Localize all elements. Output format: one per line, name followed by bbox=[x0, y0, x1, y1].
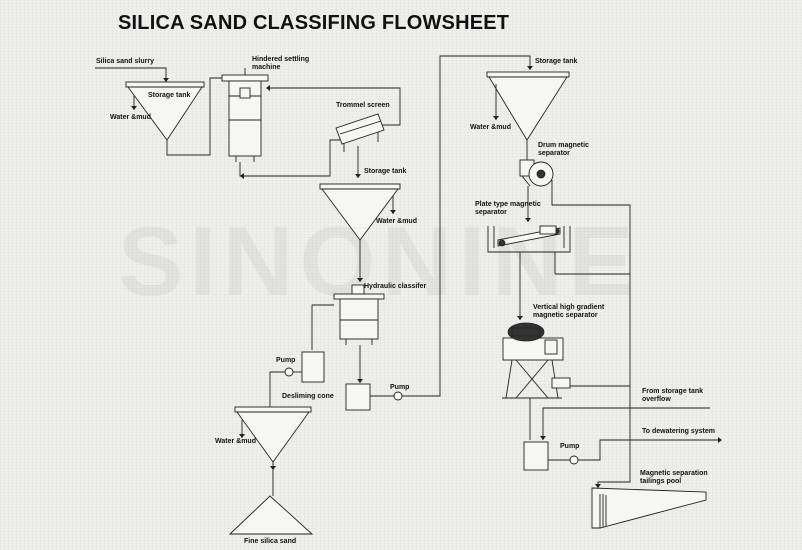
tailings-pool bbox=[591, 487, 707, 529]
label-tailings-1: Magnetic separation bbox=[640, 470, 708, 477]
hindered-settling-machine bbox=[221, 68, 269, 162]
label-to-dewatering: To dewatering system bbox=[642, 428, 716, 435]
vertical-hg-magnetic-separator bbox=[502, 322, 571, 399]
label-storage-tank-3: Storage tank bbox=[535, 58, 578, 65]
pipe-pump2-to-tank3 bbox=[402, 55, 531, 397]
arrow bbox=[390, 210, 396, 214]
label-storage-tank-1: Storage tank bbox=[148, 92, 191, 99]
label-from-storage-2: overflow bbox=[642, 396, 671, 403]
arrow bbox=[595, 484, 601, 488]
label-water-mud-4: Water &mud bbox=[470, 124, 511, 131]
pump-1-sump bbox=[284, 351, 325, 383]
label-pump-3: Pump bbox=[560, 443, 580, 450]
label-water-mud-2: Water &mud bbox=[376, 218, 417, 225]
label-vertical-hg-1: Vertical high gradient bbox=[533, 304, 605, 311]
page-title: SILICA SAND CLASSIFING FLOWSHEET bbox=[118, 12, 510, 34]
arrow bbox=[357, 379, 363, 383]
pipe-drum-tails bbox=[551, 192, 631, 430]
label-plate-type-2: separator bbox=[475, 209, 507, 216]
arrow bbox=[525, 218, 531, 222]
label-fine-silica-sand: Fine silica sand bbox=[244, 538, 297, 545]
arrow bbox=[517, 316, 523, 320]
pipe-to-tailings-pool bbox=[597, 430, 631, 488]
label-hindered-settling-1: Hindered settling bbox=[252, 56, 310, 63]
trommel-screen bbox=[335, 113, 385, 152]
pump-3-sump bbox=[523, 441, 579, 471]
storage-tank-1 bbox=[125, 81, 205, 146]
label-silica-sand-slurry: Silica sand slurry bbox=[96, 58, 154, 65]
arrow bbox=[240, 173, 244, 179]
label-hindered-settling-2: machine bbox=[252, 64, 281, 71]
arrow bbox=[270, 466, 276, 470]
arrow bbox=[718, 437, 722, 443]
storage-tank-2 bbox=[319, 183, 401, 248]
arrow bbox=[131, 106, 137, 110]
pipe-classifier-overflow bbox=[311, 304, 334, 350]
label-drum-magnetic-1: Drum magnetic bbox=[538, 142, 589, 149]
storage-tank-3 bbox=[486, 71, 570, 150]
label-pump-1: Pump bbox=[276, 357, 296, 364]
arrow bbox=[357, 278, 363, 282]
label-vertical-hg-2: magnetic separator bbox=[533, 312, 598, 319]
label-drum-magnetic-2: separator bbox=[538, 150, 570, 157]
label-water-mud-1: Water &mud bbox=[110, 114, 151, 121]
arrow bbox=[540, 436, 546, 440]
pipe-to-dewatering bbox=[578, 439, 718, 461]
fine-sand-pile bbox=[228, 495, 314, 535]
pipe-pump1-to-cone bbox=[269, 371, 285, 398]
arrow bbox=[355, 174, 361, 178]
arrow bbox=[527, 66, 533, 70]
pipe-tank1-to-settler bbox=[166, 77, 224, 156]
slurry-feed-line bbox=[95, 67, 167, 82]
label-plate-type-1: Plate type magnetic bbox=[475, 201, 541, 208]
arrow bbox=[163, 78, 169, 82]
label-desliming-cone: Desliming cone bbox=[282, 393, 334, 400]
pipe-settler-to-trommel bbox=[239, 139, 340, 177]
label-pump-2: Pump bbox=[390, 384, 410, 391]
drum-magnetic-separator bbox=[519, 159, 554, 192]
label-trommel-screen: Trommel screen bbox=[336, 102, 390, 109]
label-hydraulic-classifier: Hydraulic classifer bbox=[364, 283, 427, 290]
pipe-storage-overflow bbox=[542, 407, 710, 440]
arrow bbox=[266, 85, 270, 91]
plate-magnetic-separator bbox=[487, 225, 571, 274]
pump-2-sump bbox=[345, 383, 403, 411]
desliming-cone bbox=[234, 406, 312, 470]
label-tailings-2: tailings pool bbox=[640, 478, 682, 485]
hydraulic-classifier bbox=[333, 284, 385, 345]
arrow bbox=[239, 434, 245, 438]
arrow bbox=[493, 116, 499, 120]
label-water-mud-3: Water &mud bbox=[215, 438, 256, 445]
label-storage-tank-2: Storage tank bbox=[364, 168, 407, 175]
label-from-storage-1: From storage tank bbox=[642, 388, 704, 395]
